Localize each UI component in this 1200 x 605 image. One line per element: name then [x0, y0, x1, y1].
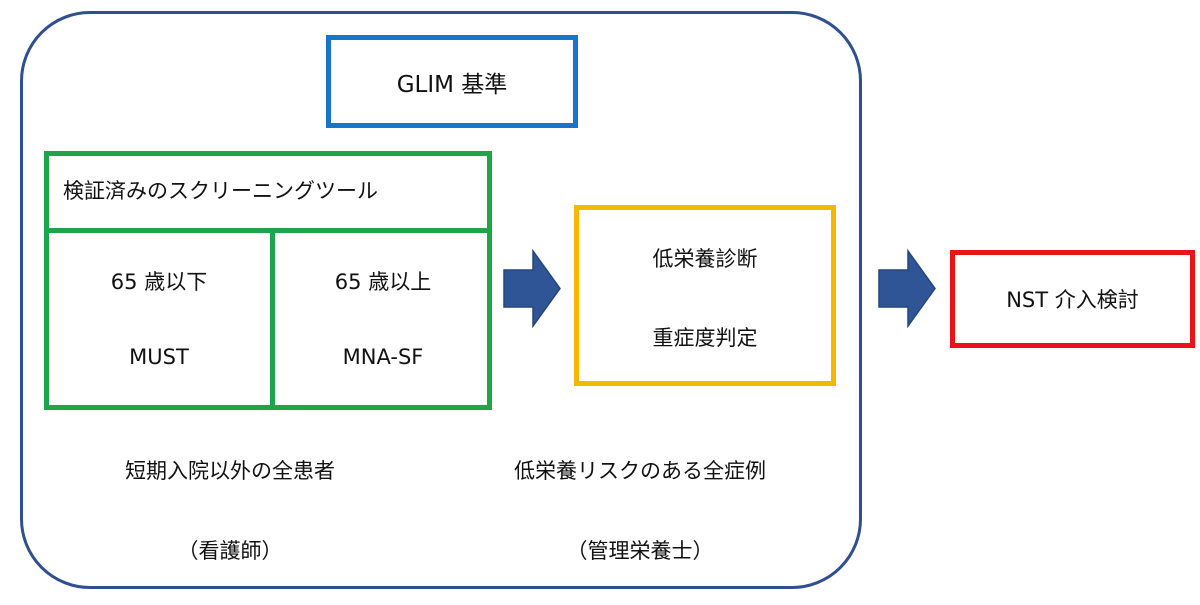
outer-rounded-frame	[20, 11, 862, 589]
over65-age-label: 65 歳以上	[334, 270, 432, 294]
left-role-caption: （看護師）	[177, 539, 283, 563]
right-arrow-icon	[503, 248, 561, 329]
right-role-caption: （管理栄養士）	[566, 539, 714, 563]
glim-label: GLIM 基準	[396, 71, 508, 98]
screening-tool-title: 検証済みのスクリーニングツール	[63, 178, 378, 203]
left-target-caption: 短期入院以外の全患者	[125, 459, 335, 483]
arrow-shape	[503, 248, 561, 329]
over65-tool-label: MNA-SF	[342, 345, 424, 369]
under65-age-label: 65 歳以下	[110, 270, 208, 294]
diagnosis-line1: 低栄養診断	[652, 247, 758, 271]
right-target-caption: 低栄養リスクのある全症例	[514, 459, 766, 483]
arrow-shape	[878, 248, 936, 329]
diagnosis-box	[574, 205, 836, 386]
screening-tool-box	[44, 151, 492, 410]
nst-intervention-box: NST 介入検討	[950, 250, 1195, 348]
nst-label: NST 介入検討	[1006, 288, 1139, 312]
right-arrow-icon	[878, 248, 936, 329]
screening-tool-header: 検証済みのスクリーニングツール	[44, 151, 492, 233]
under65-tool-label: MUST	[129, 345, 189, 369]
screening-divider	[270, 230, 275, 410]
glim-criteria-box: GLIM 基準	[326, 35, 578, 128]
diagnosis-line2: 重症度判定	[652, 326, 758, 350]
